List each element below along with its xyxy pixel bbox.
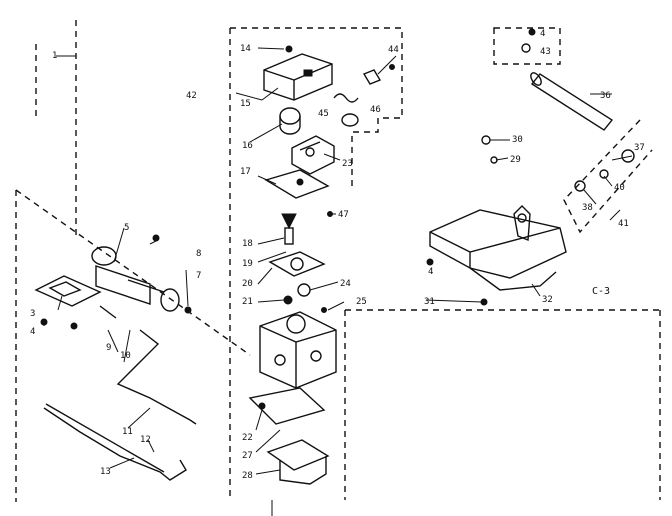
callout-4-right: 4	[428, 267, 433, 277]
callout-7: 7	[196, 271, 201, 281]
callout-21: 21	[242, 297, 253, 307]
callout-28: 28	[242, 471, 253, 481]
callout-44: 44	[388, 45, 399, 55]
callout-32: 32	[542, 295, 553, 305]
callout-30: 30	[512, 135, 523, 145]
section-boundaries	[15, 20, 661, 516]
callout-17: 17	[240, 167, 251, 177]
callout-40: 40	[614, 183, 625, 193]
leader-lines	[43, 47, 633, 475]
callout-11: 11	[122, 427, 133, 437]
callout-8: 8	[196, 249, 201, 259]
callout-4-left: 4	[30, 327, 35, 337]
callout-41: 41	[618, 219, 629, 229]
callout-43: 43	[540, 47, 551, 57]
callout-20: 20	[242, 279, 253, 289]
callout-47: 47	[338, 210, 349, 220]
callout-16: 16	[242, 141, 253, 151]
callout-3: 3	[30, 309, 35, 319]
callout-38: 38	[582, 203, 593, 213]
callout-1: 1	[52, 51, 57, 61]
callout-labels: 1 4 43 14 44 42 15 45 46 36 16 23 30 29 …	[30, 29, 645, 481]
valve-body-upper	[264, 135, 335, 217]
callout-31: 31	[424, 297, 435, 307]
callout-37: 37	[634, 143, 645, 153]
valve-body-lower	[248, 311, 337, 485]
callout-25: 25	[356, 297, 367, 307]
callout-23: 23	[342, 159, 353, 169]
callout-42: 42	[186, 91, 197, 101]
callout-12: 12	[140, 435, 151, 445]
callout-10: 10	[120, 351, 131, 361]
callout-13: 13	[100, 467, 111, 477]
callout-14: 14	[240, 44, 251, 54]
callout-19: 19	[242, 259, 253, 269]
callout-22: 22	[242, 433, 253, 443]
callout-18: 18	[242, 239, 253, 249]
switch-housing-assembly	[235, 45, 395, 135]
mounting-bracket	[426, 135, 567, 306]
callout-15: 15	[240, 99, 251, 109]
section-code: C-3	[592, 286, 610, 297]
callout-27: 27	[242, 451, 253, 461]
callout-9: 9	[106, 343, 111, 353]
callout-24: 24	[340, 279, 351, 289]
callout-4-top: 4	[540, 29, 545, 39]
callout-5: 5	[124, 223, 129, 233]
valve-stack	[268, 213, 327, 313]
burner-tube	[521, 28, 635, 192]
callout-29: 29	[510, 155, 521, 165]
callout-45: 45	[318, 109, 329, 119]
thermocouple-assembly	[34, 234, 197, 481]
callout-46: 46	[370, 105, 381, 115]
callout-36: 36	[600, 91, 611, 101]
